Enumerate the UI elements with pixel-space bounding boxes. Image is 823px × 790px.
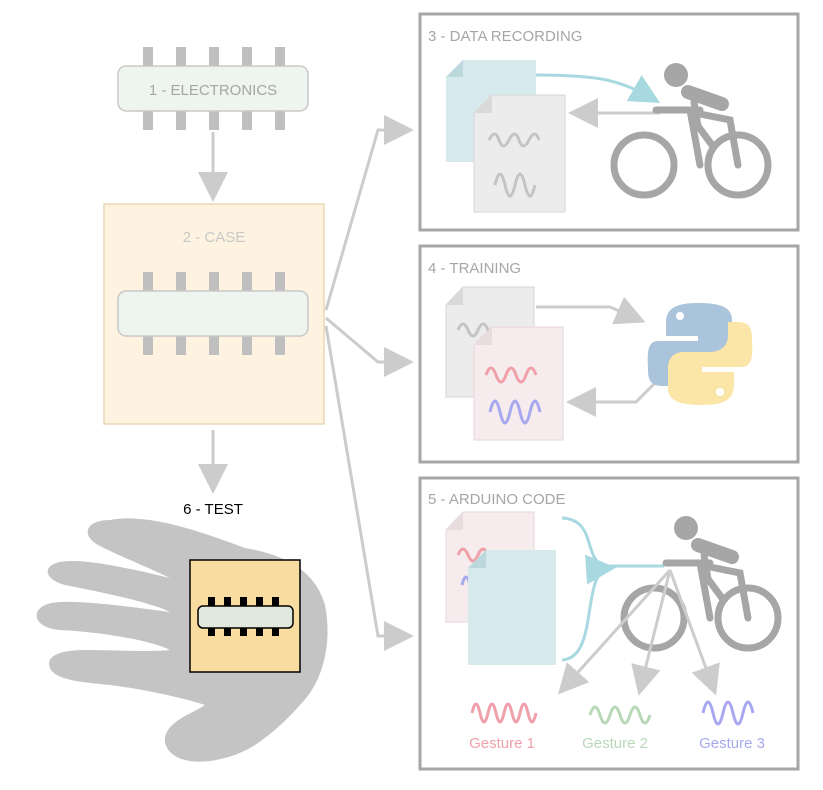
arrow-case-to-arduino bbox=[324, 325, 414, 651]
case-chip-icon bbox=[117, 290, 309, 337]
arrow-case-to-recording bbox=[324, 115, 414, 311]
test-label: 6 - TEST bbox=[183, 501, 243, 518]
arrow-training-to-python bbox=[536, 296, 646, 325]
gesture-1-wave-icon bbox=[470, 702, 538, 724]
case-box: 2 - CASE bbox=[103, 203, 325, 425]
arrow-python-to-training bbox=[566, 382, 656, 417]
data-recording-label: 3 - DATA RECORDING bbox=[428, 28, 582, 45]
test-chip-icon bbox=[197, 605, 294, 629]
gesture-3-label: Gesture 3 bbox=[699, 735, 765, 752]
test-chip-pins bbox=[208, 597, 279, 636]
python-logo-icon bbox=[647, 303, 753, 405]
arrow-to-gesture-2 bbox=[631, 569, 672, 696]
gesture-3-wave-icon bbox=[701, 700, 755, 726]
arrow-case-to-training bbox=[325, 316, 414, 377]
arrow-recording-teal bbox=[535, 73, 661, 103]
gesture-2-label: Gesture 2 bbox=[582, 735, 648, 752]
case-chip-pins bbox=[143, 272, 285, 355]
electronics-chip-icon: 1 - ELECTRONICS bbox=[117, 47, 309, 130]
arduino-code-label: 5 - ARDUINO CODE bbox=[428, 491, 566, 508]
data-recording-panel: 3 - DATA RECORDING bbox=[418, 12, 800, 232]
gesture-2-wave-icon bbox=[588, 705, 652, 725]
signal-wave-icon bbox=[487, 132, 541, 148]
arrow-to-gesture-3 bbox=[668, 569, 720, 696]
arrow-to-gesture-1 bbox=[557, 568, 672, 695]
electronics-label: 1 - ELECTRONICS bbox=[149, 82, 277, 99]
training-label: 4 - TRAINING bbox=[428, 260, 521, 277]
hand-icon bbox=[36, 518, 328, 762]
cyclist-icon bbox=[610, 63, 772, 199]
training-panel: 4 - TRAINING bbox=[418, 244, 800, 464]
arrow-arduino-teal-bottom bbox=[561, 554, 616, 662]
gesture-1-label: Gesture 1 bbox=[469, 735, 535, 752]
arduino-code-document-icon bbox=[468, 550, 556, 665]
case-label: 2 - CASE bbox=[183, 229, 246, 246]
arduino-code-panel: 5 - ARDUINO CODE Gesture 1 Gesture 2 Ges… bbox=[418, 476, 800, 771]
